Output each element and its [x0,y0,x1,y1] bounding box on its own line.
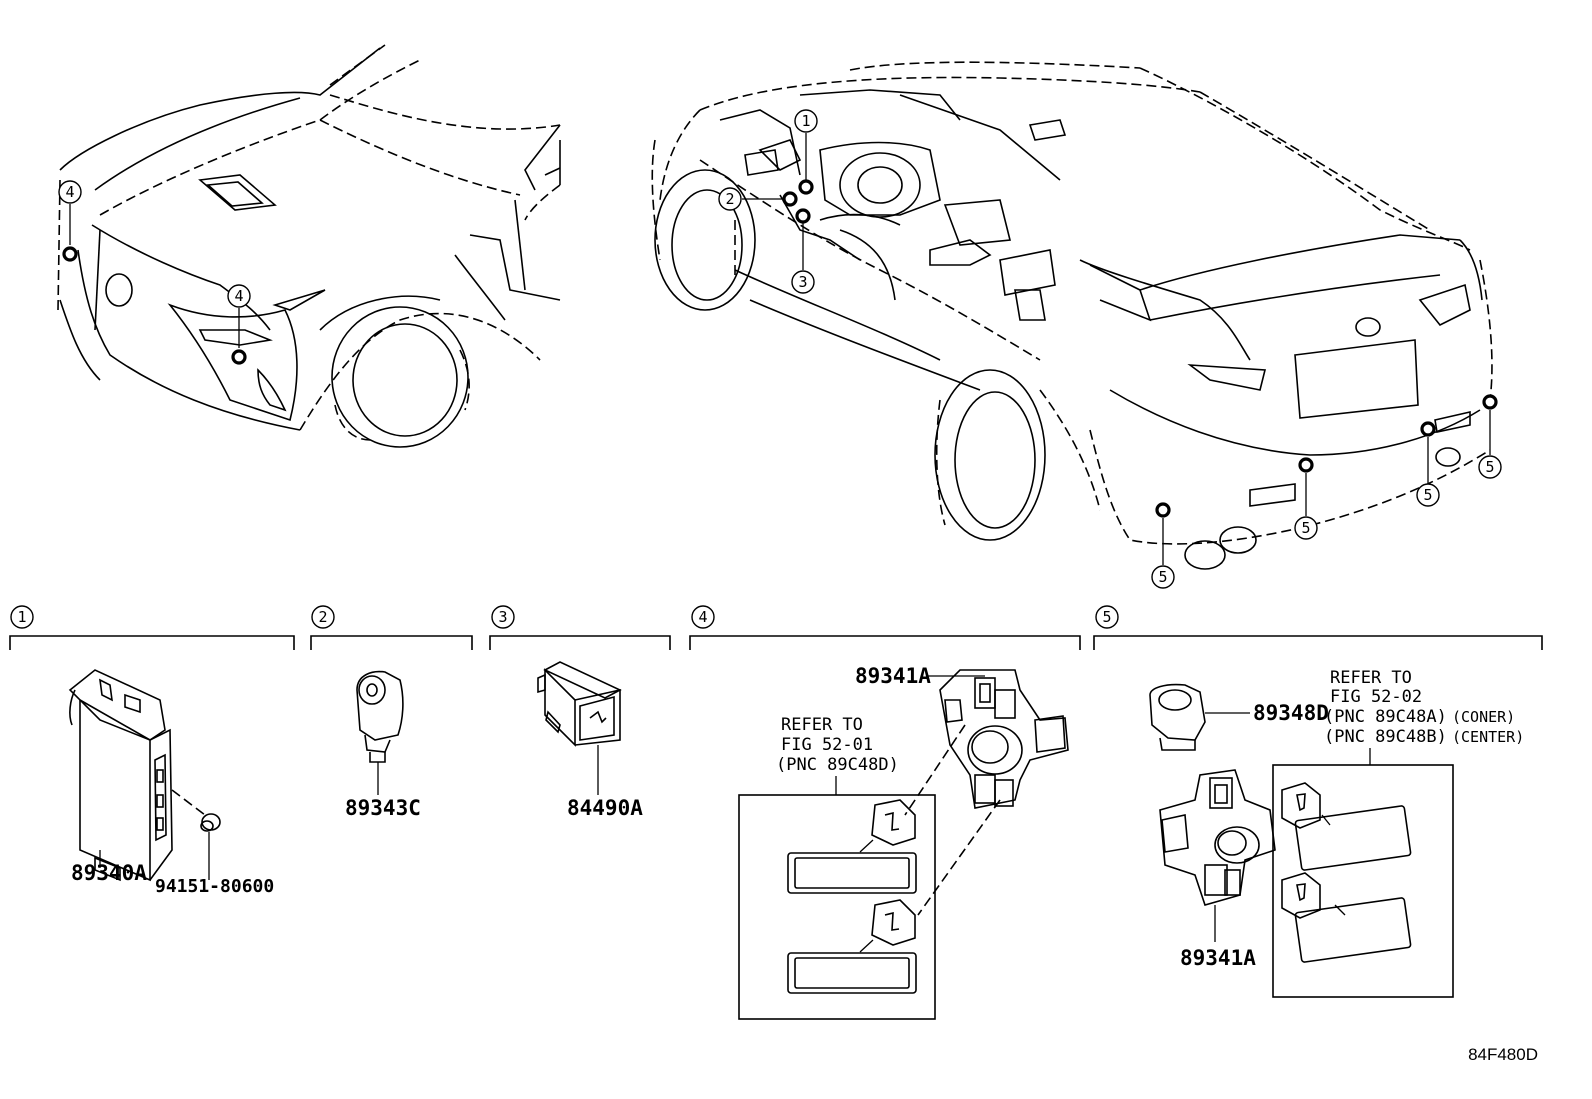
reference-note-5-pnc-b: (PNC 89C48B) [1324,727,1447,747]
callout-circle-rear-5b: 5 [1294,516,1318,540]
rear-sensor-dot-3 [1420,421,1436,437]
part-label-84490A: 84490A [567,796,643,820]
callout-circle-rear-5a: 5 [1151,565,1175,589]
rear-sensor-dot-1 [1155,502,1171,518]
callout-circle-rear-3: 3 [791,270,815,294]
rear-sensor-dot-4 [1482,394,1498,410]
ecu-clip-leader [171,789,206,816]
bezel-icon-front [787,799,917,994]
svg-text:1: 1 [801,112,810,130]
sensor-to-bezel-leader-1 [904,724,966,816]
sensor-holder-icon [1149,683,1206,751]
callout-circle-rear-1: 1 [794,109,818,133]
svg-text:2: 2 [318,608,327,626]
part-label-89340A: 89340A [71,861,147,885]
front-corner-sensor-dot [62,246,78,262]
reference-box-4 [738,794,936,1020]
ecu-module-icon [68,669,173,882]
reference-note-5-coner: (CONER) [1452,708,1515,726]
svg-text:1: 1 [17,608,26,626]
callout-circle-rear-2: 2 [718,187,742,211]
clip-icon [200,813,221,832]
front-center-sensor-dot [231,349,247,365]
front-sensor-markers [62,204,247,365]
reference-box-5 [1272,764,1454,998]
svg-text:4: 4 [65,183,74,201]
car-front-illustration [57,44,561,448]
svg-text:3: 3 [498,608,507,626]
svg-text:2: 2 [725,190,734,208]
svg-text:4: 4 [698,608,707,626]
svg-text:3: 3 [798,273,807,291]
callout-circle-front-4a: 4 [58,180,82,204]
svg-text:5: 5 [1158,568,1167,586]
svg-text:5: 5 [1301,519,1310,537]
car-rear-illustration [651,61,1493,570]
reference-note-4: REFER TO [781,715,863,735]
reference-note-5-pnc-a: (PNC 89C48A) [1324,707,1447,727]
section-5-header: 5 [1093,605,1543,650]
section-2-header: 2 [310,605,473,650]
part-label-89341A-front: 89341A [855,664,931,688]
part-label-89348D: 89348D [1253,701,1329,725]
reference-note-5-center: (CENTER) [1452,728,1524,746]
figure-code: 84F480D [1468,1045,1538,1064]
buzzer-location-dot [782,191,798,207]
reference-note-4-fig: FIG 52-01 [781,735,873,755]
sensor-to-bezel-leader-2 [917,799,1001,916]
section-4-header: 4 [689,605,1081,650]
svg-text:5: 5 [1423,486,1432,504]
ecu-location-dot [798,179,814,195]
switch-location-dot [795,208,811,224]
svg-text:5: 5 [1102,608,1111,626]
callout-circle-front-4b: 4 [227,284,251,308]
section-1-header: 1 [9,605,295,650]
bezel-icon-rear [1281,782,1412,963]
buzzer-icon [356,670,404,763]
part-label-94151-80600: 94151-80600 [155,876,274,897]
svg-text:4: 4 [234,287,243,305]
sensor-icon-rear [1159,769,1276,906]
callout-circle-rear-5c: 5 [1416,483,1440,507]
switch-icon [537,661,622,747]
svg-text:5: 5 [1485,458,1494,476]
rear-callouts [742,133,1498,565]
callout-circle-rear-5d: 5 [1478,455,1502,479]
reference-note-4-pnc: (PNC 89C48D) [776,755,899,775]
reference-note-5: REFER TO [1330,668,1412,688]
reference-note-5-fig: FIG 52-02 [1330,687,1422,707]
sensor-icon-front [939,669,1069,809]
rear-sensor-dot-2 [1298,457,1314,473]
part-label-89343C: 89343C [345,796,421,820]
part-label-89341A-rear: 89341A [1180,946,1256,970]
section-3-header: 3 [489,605,671,650]
